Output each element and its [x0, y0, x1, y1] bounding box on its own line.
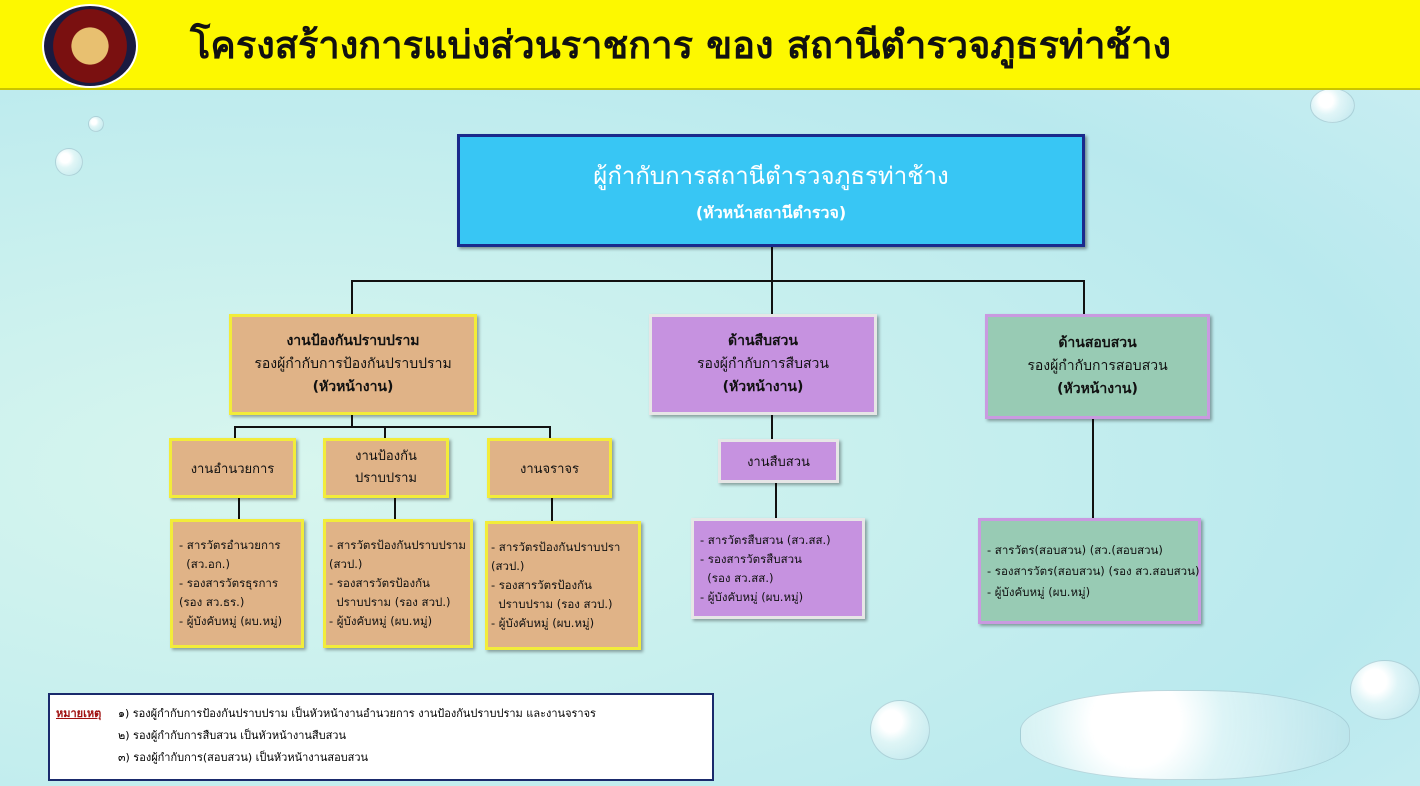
unit-prevention: งานป้องกัน ปราบปราม	[323, 438, 449, 498]
unit-investigation: งานสืบสวน	[718, 439, 839, 483]
division-title: งานป้องกันปราบปราม	[286, 333, 420, 349]
connector	[234, 426, 236, 439]
connector	[549, 426, 551, 439]
staff-line: - รองสารวัตร(สอบสวน) (รอง สว.สอบสวน)	[987, 563, 1200, 578]
note-label: หมายเหตุ	[56, 707, 102, 720]
connector	[238, 497, 240, 520]
staff-line: - สารวัตรป้องกันปราบปราม	[329, 538, 466, 552]
connector	[771, 414, 773, 440]
water-drop-decoration	[870, 700, 930, 760]
connector	[351, 280, 353, 315]
connector	[351, 280, 1085, 282]
staff-line: - ผู้บังคับหมู่ (ผบ.หมู่)	[491, 616, 595, 630]
staff-list-inquiry: - สารวัตร(สอบสวน) (สว.(สอบสวน) - รองสารวั…	[978, 518, 1201, 624]
note-box: หมายเหตุ ๑) รองผู้กำกับการป้องกันปราบปราม…	[48, 693, 714, 781]
division-deputy: รองผู้กำกับการสืบสวน	[697, 356, 829, 372]
staff-list-administration: - สารวัตรอำนวยการ (สว.อก.) - รองสารวัตรธุ…	[170, 519, 304, 648]
note-item: ๒) รองผู้กำกับการสืบสวน เป็นหัวหน้างานสื…	[118, 729, 347, 742]
unit-name: งานสืบสวน	[747, 454, 810, 470]
connector	[1092, 418, 1094, 519]
staff-line: - ผู้บังคับหมู่ (ผบ.หมู่)	[179, 614, 283, 628]
staff-line: - สารวัตร(สอบสวน) (สว.(สอบสวน)	[987, 542, 1163, 557]
water-drop-decoration	[1020, 690, 1350, 780]
connector	[775, 482, 777, 519]
staff-line: - สารวัตรอำนวยการ	[179, 538, 281, 552]
staff-line: - รองสารวัตรธุรการ	[179, 576, 279, 590]
staff-line: (รอง สว.ธร.)	[179, 595, 245, 609]
staff-line: - สารวัตรป้องกันปราบปรา	[491, 540, 621, 554]
staff-line: (รอง สว.สส.)	[700, 570, 774, 585]
note-item: ๑) รองผู้กำกับการป้องกันปราบปราม เป็นหัว…	[118, 707, 596, 720]
note-item: ๓) รองผู้กำกับการ(สอบสวน) เป็นหัวหน้างาน…	[118, 751, 369, 764]
unit-name: งานจราจร	[519, 461, 580, 477]
unit-traffic: งานจราจร	[487, 438, 612, 498]
staff-line: (สว.อก.)	[179, 557, 230, 571]
division-deputy: รองผู้กำกับการป้องกันปราบปราม	[254, 356, 452, 372]
staff-line: ปราบปราม (รอง สวป.)	[329, 595, 451, 609]
staff-line: - สารวัตรสืบสวน (สว.สส.)	[700, 532, 831, 547]
staff-line: - ผู้บังคับหมู่ (ผบ.หมู่)	[700, 589, 804, 604]
connector	[1083, 280, 1085, 315]
page-title: โครงสร้างการแบ่งส่วนราชการ ของ สถานีตำรว…	[190, 23, 1172, 67]
division-title: ด้านสืบสวน	[728, 333, 798, 349]
water-drop-decoration	[1350, 660, 1420, 720]
connector	[351, 414, 353, 427]
water-drop-decoration	[1310, 88, 1355, 123]
staff-line: (สวป.)	[329, 557, 363, 571]
station-chief-box: ผู้กำกับการสถานีตำรวจภูธรท่าช้าง (หัวหน้…	[457, 134, 1085, 247]
water-drop-decoration	[88, 116, 104, 132]
connector	[234, 426, 551, 428]
division-title: ด้านสอบสวน	[1058, 335, 1137, 351]
unit-name: งานอำนวยการ	[190, 461, 275, 477]
staff-line: - ผู้บังคับหมู่ (ผบ.หมู่)	[987, 584, 1091, 599]
staff-line: (สวป.)	[491, 559, 525, 573]
division-role: (หัวหน้างาน)	[1057, 381, 1138, 397]
division-role: (หัวหน้างาน)	[722, 379, 804, 395]
unit-administration: งานอำนวยการ	[169, 438, 296, 498]
connector	[394, 497, 396, 520]
staff-line: - รองสารวัตรสืบสวน	[700, 551, 802, 566]
title-bar	[0, 0, 1420, 90]
chief-title: ผู้กำกับการสถานีตำรวจภูธรท่าช้าง	[593, 161, 949, 190]
connector	[384, 426, 386, 439]
division-investigation: ด้านสืบสวน รองผู้กำกับการสืบสวน (หัวหน้า…	[649, 314, 877, 415]
staff-line: ปราบปราม (รอง สวป.)	[491, 597, 613, 611]
division-inquiry: ด้านสอบสวน รองผู้กำกับการสอบสวน (หัวหน้า…	[985, 314, 1210, 419]
division-prevention: งานป้องกันปราบปราม รองผู้กำกับการป้องกัน…	[229, 314, 477, 415]
staff-line: - รองสารวัตรป้องกัน	[329, 576, 430, 590]
connector	[551, 497, 553, 522]
chief-role: (หัวหน้าสถานีตำรวจ)	[695, 202, 847, 222]
water-drop-decoration	[55, 148, 83, 176]
staff-list-prevention: - สารวัตรป้องกันปราบปราม (สวป.) - รองสารวั…	[323, 519, 473, 648]
unit-name: งานป้องกัน ปราบปราม	[355, 449, 417, 486]
police-logo	[42, 4, 138, 88]
staff-line: - ผู้บังคับหมู่ (ผบ.หมู่)	[329, 614, 433, 628]
staff-line: - รองสารวัตรป้องกัน	[491, 578, 592, 592]
staff-list-investigation: - สารวัตรสืบสวน (สว.สส.) - รองสารวัตรสืบส…	[691, 518, 865, 619]
division-deputy: รองผู้กำกับการสอบสวน	[1027, 358, 1168, 374]
staff-list-traffic: - สารวัตรป้องกันปราบปรา (สวป.) - รองสารวัต…	[485, 521, 641, 650]
division-role: (หัวหน้างาน)	[312, 379, 394, 395]
